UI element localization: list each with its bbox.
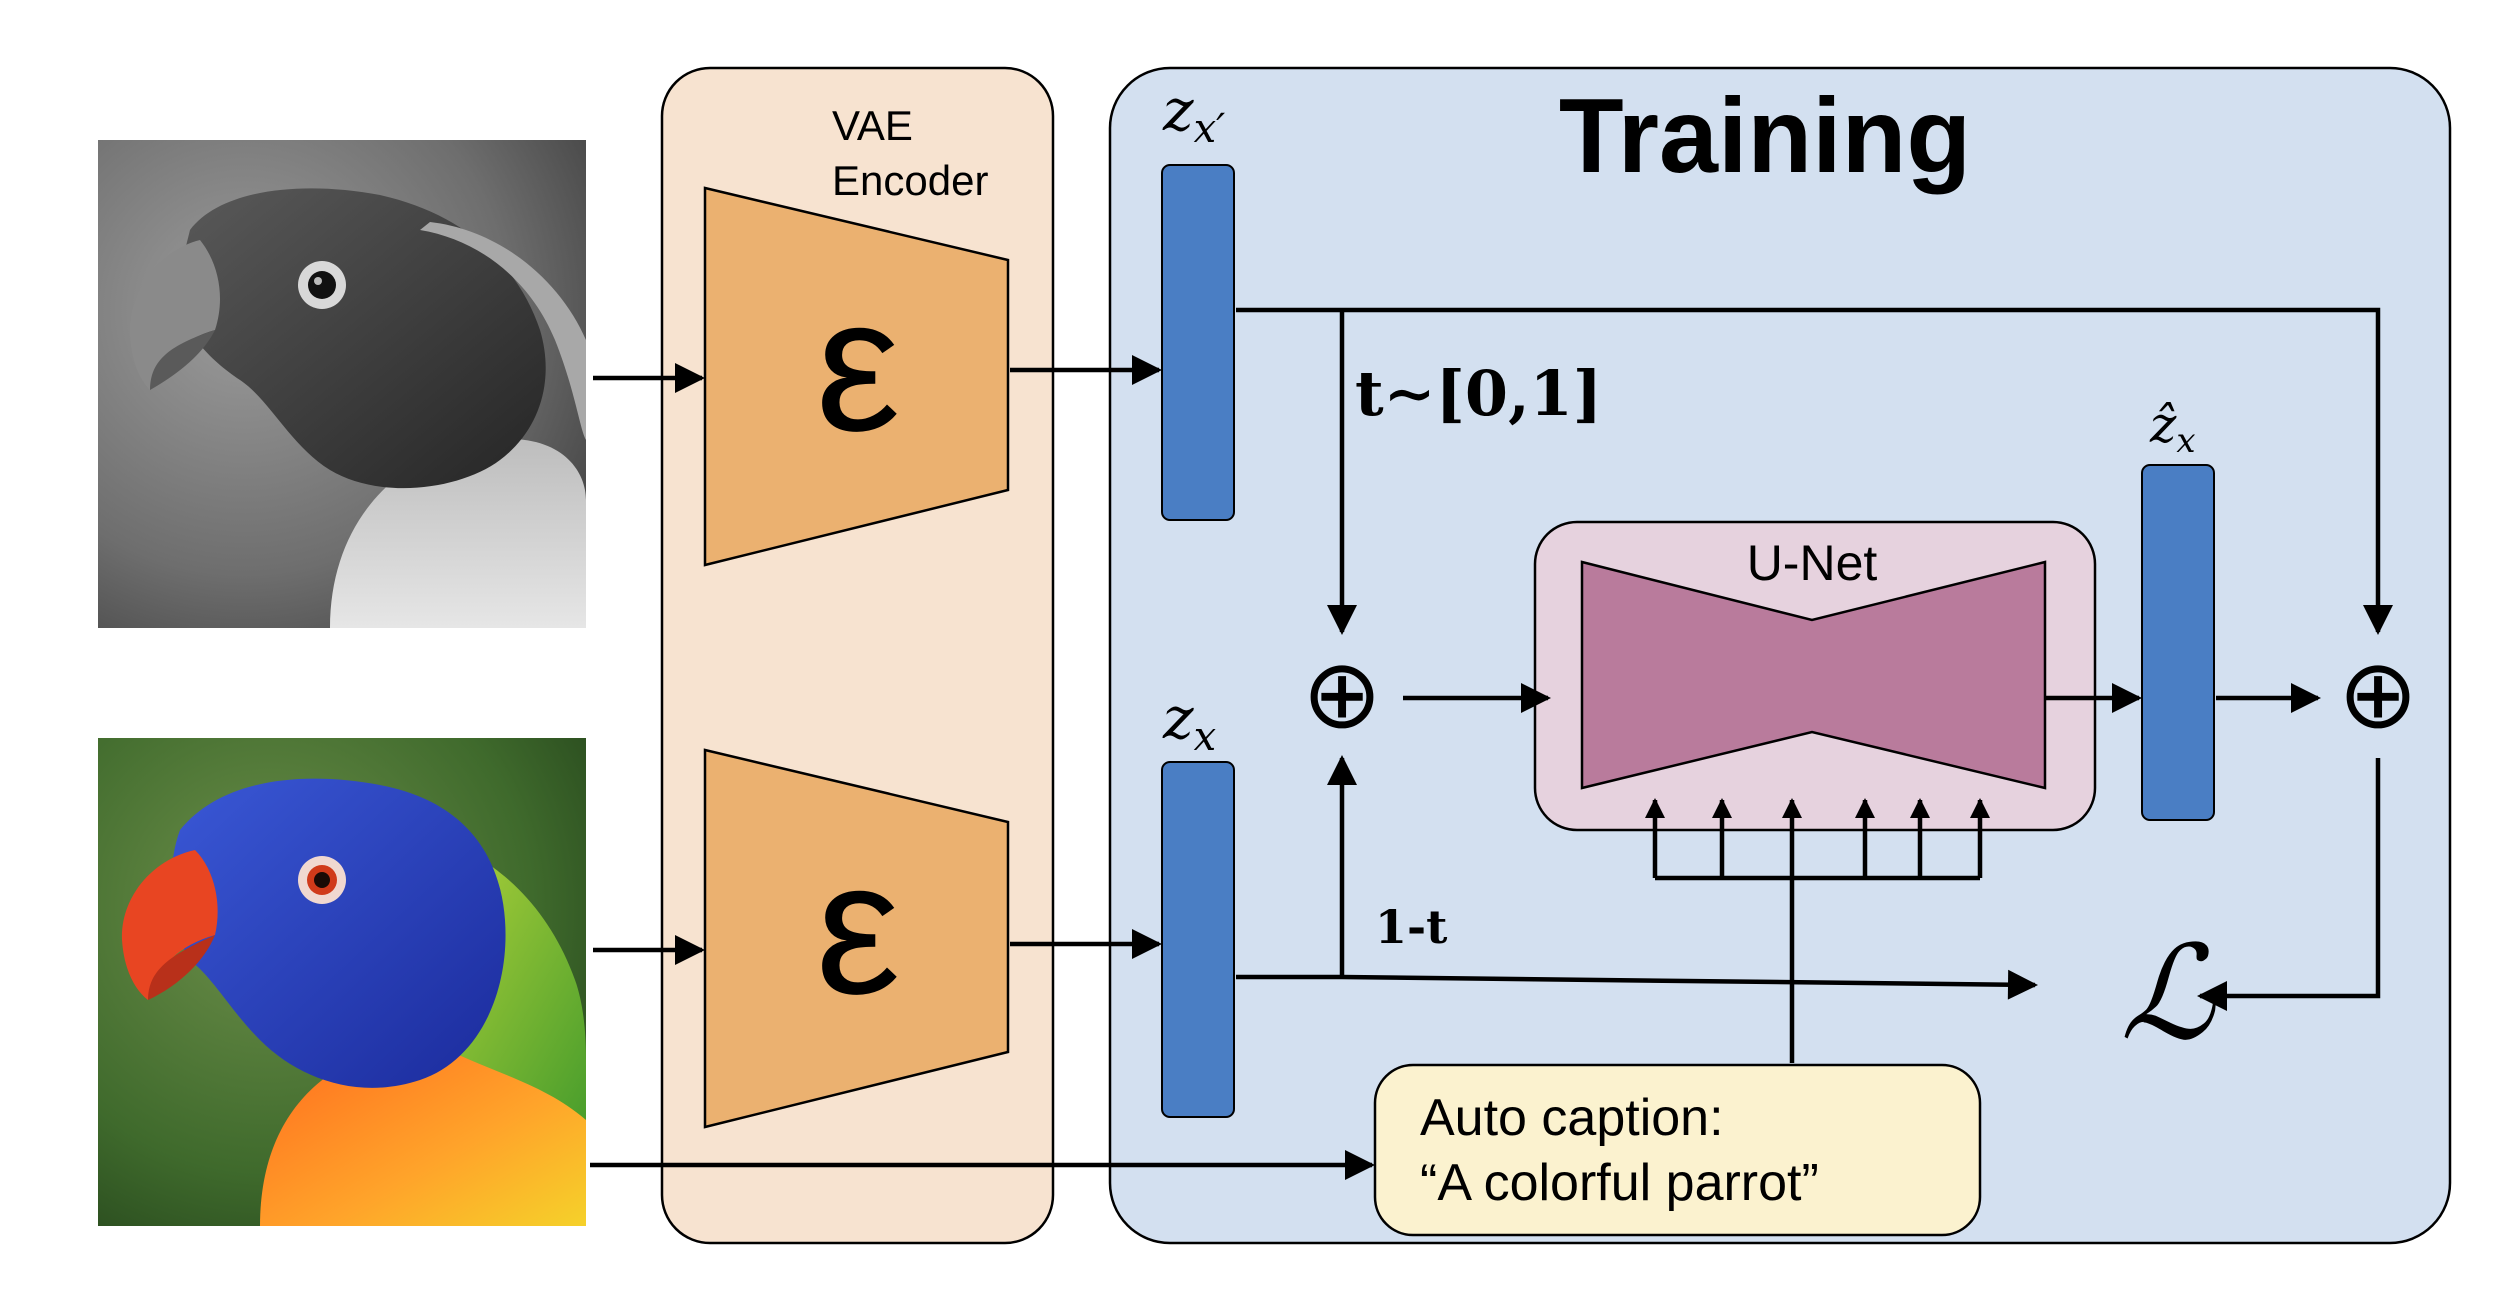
vae-title-line1: VAE xyxy=(832,102,913,149)
label-one-minus-t: 1-t xyxy=(1375,900,1448,954)
caption-line2: “A colorful parrot” xyxy=(1420,1154,1819,1212)
grayscale-parrot-image xyxy=(98,140,586,628)
plus-node-left: ⊕ xyxy=(1302,641,1382,748)
caption-box xyxy=(1373,1063,1982,1237)
plus-node-right: ⊕ xyxy=(2338,641,2418,748)
label-z-x: zx xyxy=(1162,684,1216,760)
arrow-right-plus-to-loss xyxy=(2197,758,2381,1011)
latent-z-x xyxy=(1161,761,1235,1118)
encoder-bottom-symbol: ε xyxy=(816,822,901,1034)
loss-symbol: ℒ xyxy=(2120,917,2216,1069)
latent-z-x-prime xyxy=(1161,164,1235,521)
caption-line1: Auto caption: xyxy=(1420,1089,1724,1147)
arrow-zxprime-to-right-plus xyxy=(1236,307,2393,635)
label-z-hat-x: ẑx xyxy=(2149,396,2196,461)
encoder-top xyxy=(703,186,1010,567)
color-parrot-image xyxy=(98,738,586,1226)
latent-z-hat-x xyxy=(2141,464,2215,821)
unet-shape xyxy=(1580,560,2047,790)
label-z-x-prime: zx′ xyxy=(1162,76,1225,152)
unet-label: U-Net xyxy=(1747,535,1878,591)
connectors xyxy=(590,307,2393,1180)
encoder-bottom xyxy=(703,748,1010,1129)
encoder-top-symbol: ε xyxy=(816,259,901,471)
vae-title-line2: Encoder xyxy=(832,157,988,204)
label-t-sample: t∼[0,1] xyxy=(1355,357,1602,430)
training-title: Training xyxy=(1559,77,1971,195)
